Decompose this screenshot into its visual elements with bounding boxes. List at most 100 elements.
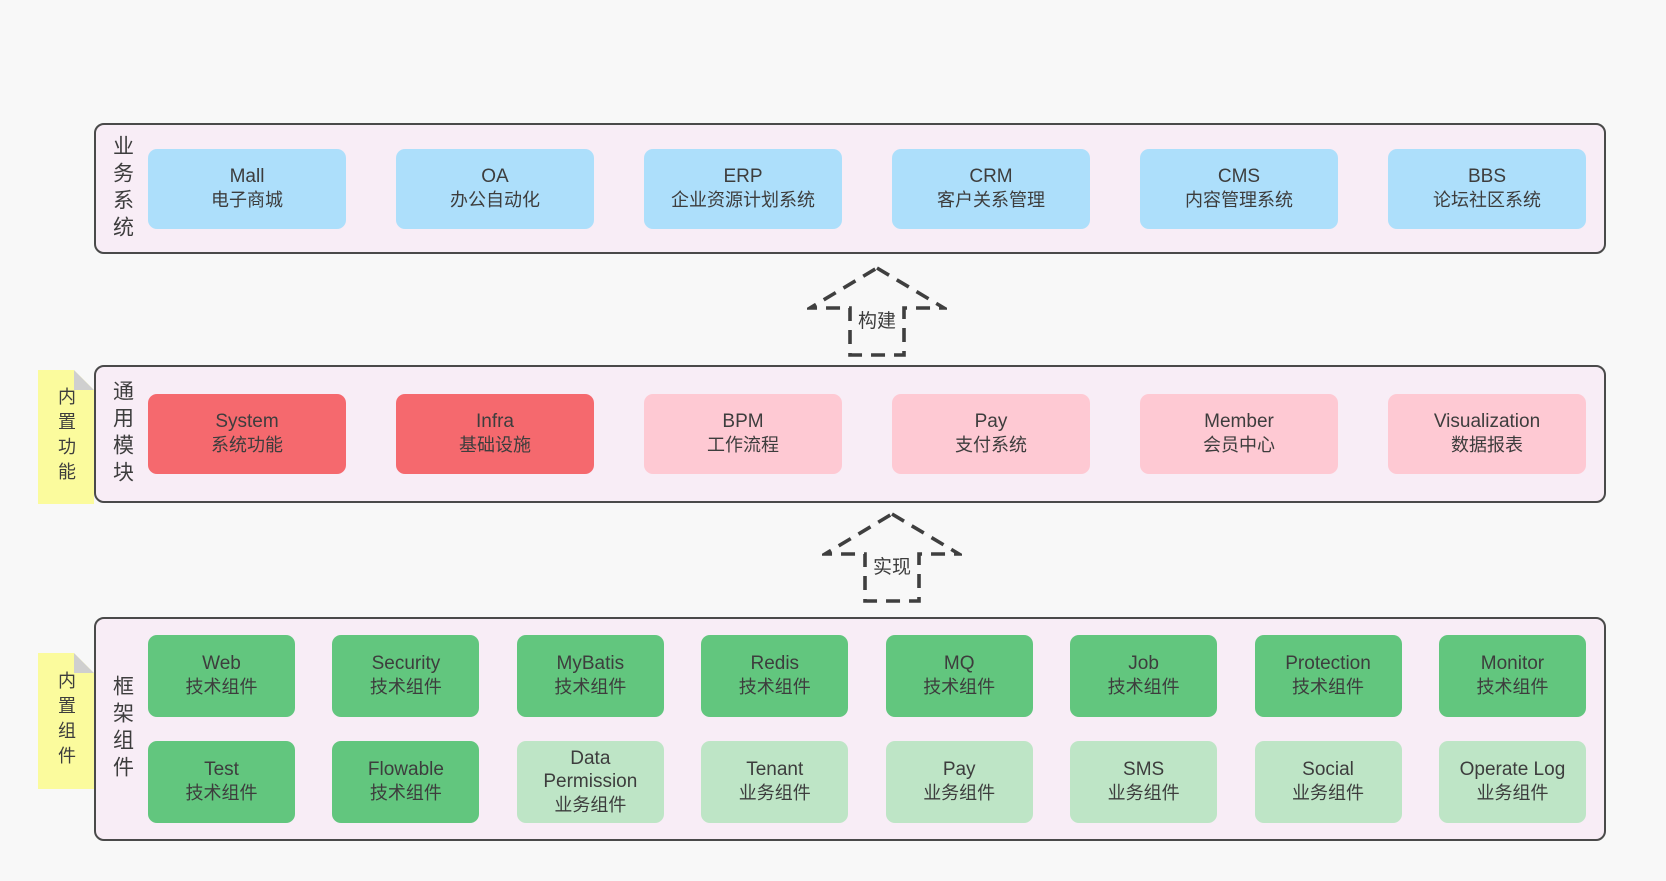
- component-box-desc: 业务组件: [738, 783, 811, 804]
- layer-label-business: 业务系统: [96, 125, 148, 252]
- sticky-note-builtin-components: 内置组件: [38, 653, 94, 789]
- framework-box-row-1: Web 技术组件 Security 技术组件 MyBatis 技术组件: [148, 635, 1586, 717]
- component-box: MQ 技术组件: [885, 635, 1033, 717]
- layer-label-modules: 通用模块: [96, 367, 148, 501]
- component-box: Social 业务组件: [1254, 741, 1402, 823]
- component-box-desc: 技术组件: [554, 677, 627, 698]
- module-box-desc: 内容管理系统: [1185, 189, 1293, 210]
- layer-label-framework: 框架组件: [96, 619, 148, 839]
- layer-common-modules: 通用模块 System 系统功能 Infra 基础设施 BPM: [94, 365, 1606, 503]
- component-box-name: Security: [371, 653, 441, 675]
- module-box: BBS 论坛社区系统: [1388, 148, 1586, 229]
- module-box-desc: 论坛社区系统: [1433, 189, 1541, 210]
- component-box: Pay 业务组件: [885, 741, 1033, 823]
- module-box-name: System: [215, 411, 279, 433]
- sticky-note-builtin-functions: 内置功能: [38, 370, 94, 504]
- module-box-name: Mall: [229, 165, 265, 187]
- module-box: CRM 客户关系管理: [892, 148, 1090, 229]
- component-box-name: Social: [1302, 759, 1354, 781]
- framework-box-row-2: Test 技术组件 Flowable 技术组件 Data Permission …: [148, 741, 1586, 823]
- component-box: Data Permission 业务组件: [516, 741, 664, 823]
- module-box: CMS 内容管理系统: [1140, 148, 1338, 229]
- component-box-desc: 业务组件: [554, 795, 627, 816]
- component-box-name: Operate Log: [1459, 759, 1566, 781]
- component-box-name: Flowable: [367, 759, 444, 781]
- layer-label-text: 业务系统: [110, 134, 134, 243]
- component-box: Job 技术组件: [1070, 635, 1218, 717]
- component-box-desc: 技术组件: [738, 677, 811, 698]
- dashed-up-arrow-implement-icon: 实现: [822, 511, 962, 603]
- layer-business-systems: 业务系统 Mall 电子商城 OA 办公自动化 ERP: [94, 123, 1606, 254]
- component-box-desc: 业务组件: [1476, 783, 1549, 804]
- component-box-desc: 技术组件: [1292, 677, 1365, 698]
- module-box-name: Infra: [475, 411, 515, 433]
- module-box-desc: 会员中心: [1203, 435, 1275, 456]
- module-box: BPM 工作流程: [644, 394, 842, 474]
- component-box-desc: 业务组件: [1292, 783, 1365, 804]
- component-box-desc: 技术组件: [1107, 677, 1180, 698]
- module-box-name: Pay: [974, 411, 1008, 433]
- component-box-name: Test: [204, 759, 239, 781]
- business-box-row: Mall 电子商城 OA 办公自动化 ERP 企业资源计划系统 CRM: [148, 148, 1586, 229]
- module-box: Pay 支付系统: [892, 394, 1090, 474]
- module-box: ERP 企业资源计划系统: [644, 148, 842, 229]
- module-box-desc: 客户关系管理: [937, 189, 1045, 210]
- module-box-name: OA: [481, 165, 509, 187]
- folded-corner-icon: [74, 370, 94, 390]
- layer-label-text: 框架组件: [110, 675, 134, 783]
- component-box-desc: 技术组件: [185, 677, 258, 698]
- module-box-name: CRM: [969, 165, 1013, 187]
- component-box-name: Pay: [942, 759, 976, 781]
- component-box-desc: 技术组件: [923, 677, 996, 698]
- module-box-desc: 系统功能: [211, 435, 283, 456]
- sticky-note-text: 内置功能: [56, 387, 76, 487]
- module-box: Visualization 数据报表: [1388, 394, 1586, 474]
- component-box-name: Redis: [750, 653, 800, 675]
- modules-box-row: System 系统功能 Infra 基础设施 BPM 工作流程 Pay: [148, 394, 1586, 474]
- module-box-name: ERP: [723, 165, 763, 187]
- component-box-name: Job: [1128, 653, 1159, 675]
- module-box-desc: 电子商城: [211, 189, 283, 210]
- component-box: Test 技术组件: [148, 741, 295, 823]
- module-box: OA 办公自动化: [396, 148, 594, 229]
- module-box-desc: 工作流程: [707, 435, 779, 456]
- module-box-name: Member: [1204, 411, 1274, 433]
- component-box: Operate Log 业务组件: [1438, 741, 1586, 823]
- layer-label-text: 通用模块: [110, 380, 134, 488]
- sticky-note-text: 内置组件: [56, 671, 76, 771]
- component-box-desc: 业务组件: [1107, 783, 1180, 804]
- component-box: Protection 技术组件: [1254, 635, 1402, 717]
- module-box-desc: 数据报表: [1451, 435, 1523, 456]
- arrow-implement-label: 实现: [873, 556, 911, 578]
- module-box: Member 会员中心: [1140, 394, 1338, 474]
- component-box-name: Data Permission: [543, 747, 638, 793]
- component-box-desc: 技术组件: [369, 677, 442, 698]
- module-box-name: BBS: [1467, 165, 1507, 187]
- component-box-desc: 技术组件: [1476, 677, 1549, 698]
- module-box-desc: 支付系统: [955, 435, 1027, 456]
- component-box-desc: 业务组件: [923, 783, 996, 804]
- layer-framework-components: 框架组件 Web 技术组件 Security 技术组件 MyBati: [94, 617, 1606, 841]
- module-box-name: Visualization: [1433, 411, 1541, 433]
- module-box: Mall 电子商城: [148, 148, 346, 229]
- component-box: Redis 技术组件: [701, 635, 849, 717]
- folded-corner-icon: [74, 653, 94, 673]
- component-box-name: MQ: [943, 653, 975, 675]
- module-box: Infra 基础设施: [396, 394, 594, 474]
- module-box: System 系统功能: [148, 394, 346, 474]
- component-box-desc: 技术组件: [185, 783, 258, 804]
- module-box-name: BPM: [722, 411, 764, 433]
- component-box-name: Tenant: [746, 759, 804, 781]
- module-box-desc: 办公自动化: [450, 189, 540, 210]
- dashed-up-arrow-build-icon: 构建: [807, 265, 947, 357]
- component-box: MyBatis 技术组件: [516, 635, 664, 717]
- component-box-desc: 技术组件: [369, 783, 442, 804]
- component-box-name: Web: [202, 653, 241, 675]
- module-box-name: CMS: [1217, 165, 1261, 187]
- component-box-name: Protection: [1285, 653, 1371, 675]
- component-box: Monitor 技术组件: [1438, 635, 1586, 717]
- component-box: Web 技术组件: [148, 635, 295, 717]
- component-box: Tenant 业务组件: [701, 741, 849, 823]
- module-box-desc: 基础设施: [459, 435, 531, 456]
